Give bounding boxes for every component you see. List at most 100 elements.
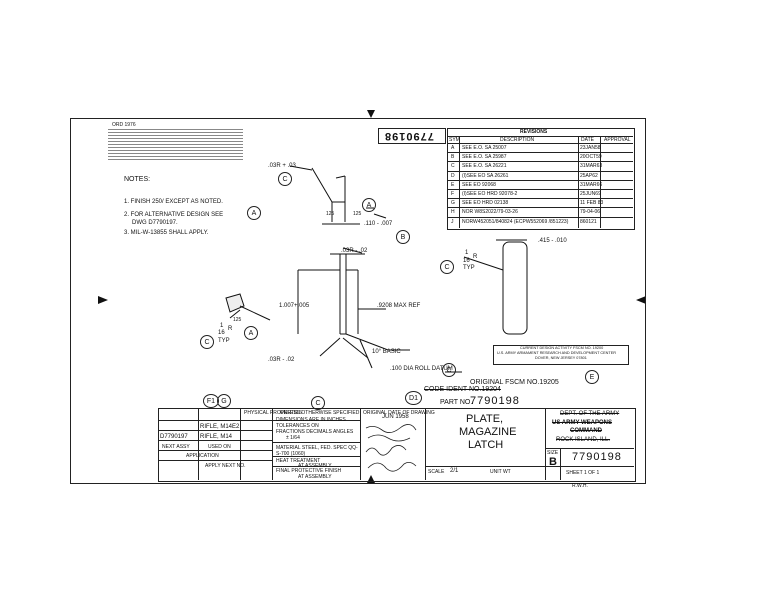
part-number: 7790198 bbox=[470, 395, 520, 407]
dim-9208: .9208 MAX REF bbox=[377, 303, 421, 309]
part-no-label: PART NO. bbox=[440, 399, 473, 406]
callout-c-top: C bbox=[278, 172, 292, 186]
title-line-1: PLATE, bbox=[466, 413, 504, 425]
note-1: 1. FINISH 250/ EXCEPT AS NOTED. bbox=[124, 199, 223, 205]
tb-tol: TOLERANCES ON bbox=[276, 423, 319, 429]
rev-row-date: 11 FEB 83 bbox=[580, 200, 604, 207]
rev-row-desc: SEE E.O. SA 26221 bbox=[462, 163, 507, 170]
rev-row-sym: H bbox=[451, 209, 455, 216]
r16b-den: 16 bbox=[218, 330, 225, 336]
rev-row-date: 25AP62 bbox=[580, 172, 598, 179]
tb-material: MATERIAL STEEL, FED. SPEC QQ-S-700 (1060… bbox=[276, 445, 358, 457]
roll-datum: .100 DIA ROLL DATUM bbox=[390, 366, 453, 372]
rev-row-sym: A bbox=[451, 145, 455, 151]
original-fscm: ORIGINAL FSCM NO.19205 bbox=[470, 379, 559, 386]
callout-c-bottom: C bbox=[311, 396, 325, 410]
r16a-typ: TYP bbox=[463, 265, 475, 271]
rev-row-sym: B bbox=[451, 154, 455, 161]
tb-date-stamp: JUN 1958 bbox=[382, 414, 409, 420]
tb-rifle-1: RIFLE, M14E2 bbox=[200, 424, 240, 430]
rev-col-desc: DESCRIPTION bbox=[500, 137, 535, 143]
note-2b: DWG D7790197. bbox=[132, 220, 178, 226]
front-view-outline bbox=[502, 241, 528, 335]
rev-row-date: 860121 bbox=[580, 218, 597, 225]
tb-size: B bbox=[549, 456, 557, 468]
tb-physical: PHYSICAL PROPERTIES bbox=[244, 410, 303, 416]
r16b-r: R bbox=[228, 326, 233, 332]
dim-415: .415 - .010 bbox=[538, 238, 567, 244]
rev-row-date: 79-04-06 bbox=[580, 209, 601, 216]
top-center-arrow bbox=[367, 110, 375, 118]
top-view-profile bbox=[311, 167, 346, 203]
revisions-table bbox=[447, 128, 635, 230]
tb-sheet: SHEET 1 OF 1 bbox=[566, 470, 600, 476]
notes-title: NOTES: bbox=[124, 176, 151, 183]
signatures bbox=[365, 424, 417, 472]
code-ident: CODE IDENT NO.19204 bbox=[424, 386, 501, 393]
tb-scale-label: SCALE bbox=[428, 469, 445, 475]
tb-finish: FINAL PROTECTIVE FINISH bbox=[276, 468, 342, 474]
r16a-den: 16 bbox=[463, 258, 470, 264]
rev-row-desc: (I)SEE EO SA 26261 bbox=[462, 172, 509, 179]
rev-row-sym: C bbox=[451, 163, 455, 170]
note-3: 3. MIL-W-13855 SHALL APPLY. bbox=[124, 230, 209, 236]
dim-110: .110 - .007 bbox=[364, 221, 393, 227]
design-activity-box bbox=[493, 345, 629, 365]
callout-c-right: C bbox=[440, 260, 454, 274]
tb-dept-4: ROCK ISLAND, ILL. bbox=[556, 437, 611, 443]
dim-125-a: 125 bbox=[326, 211, 335, 217]
activity-line-1: CURRENT DESIGN ACTIVITY FSCM NO. 19200 bbox=[520, 346, 604, 350]
rev-row-desc: SEE EO 92068 bbox=[462, 181, 496, 188]
rev-row-desc: (I)SEE EO HRD 92078-2 bbox=[462, 191, 518, 197]
tb-size-label: SIZE bbox=[547, 450, 559, 456]
tb-unit-wt: UNIT WT bbox=[490, 469, 511, 475]
rev-row-date: 31MAR63 bbox=[580, 163, 603, 170]
callout-g: G bbox=[217, 394, 231, 408]
rev-row-date: 25JUN69 bbox=[580, 191, 601, 197]
activity-line-2: U.S. ARMY ARMAMENT RESEARCH AND DEVELOPM… bbox=[497, 351, 616, 355]
rev-row-sym: E bbox=[451, 181, 455, 188]
tb-dwg-number: 7790198 bbox=[572, 451, 622, 463]
rev-col-date: DATE bbox=[581, 137, 594, 143]
tb-scale: 2/1 bbox=[450, 468, 459, 474]
revisions-title: REVISIONS bbox=[520, 129, 548, 135]
title-line-2: MAGAZINE bbox=[459, 426, 517, 438]
rev-row-desc: SEE E.O. SA 25007 bbox=[462, 145, 507, 151]
tb-unless: UNLESS OTHERWISE SPECIFIED bbox=[280, 410, 360, 416]
rev-row-date: 20OCT59 bbox=[580, 154, 602, 161]
rev-row-sym: F bbox=[451, 191, 455, 197]
callout-d1: D1 bbox=[405, 391, 422, 405]
drawing-sheet bbox=[70, 118, 646, 484]
tb-heat: HEAT TREATMENT bbox=[276, 458, 321, 464]
dim-125-b: 125 bbox=[353, 211, 362, 217]
tb-next-assy: NEXT ASSY bbox=[162, 444, 190, 450]
warning-notice-block bbox=[108, 128, 243, 160]
dim-125-c: 125 bbox=[233, 317, 242, 323]
callout-b: B bbox=[396, 230, 410, 244]
rev-row-desc: SEE EO HRD 02138 bbox=[462, 200, 509, 207]
tb-dept-3: COMMAND bbox=[570, 428, 602, 434]
tb-original-date: ORIGINAL DATE OF DRAWING bbox=[363, 410, 435, 416]
callout-e: E bbox=[585, 370, 599, 384]
bottom-center-arrow bbox=[367, 475, 375, 483]
tb-tol2: FRACTIONS DECIMALS ANGLES bbox=[276, 429, 354, 435]
r16a-num: 1 bbox=[465, 250, 469, 256]
rotated-number-box bbox=[378, 128, 446, 144]
right-center-arrow bbox=[636, 296, 646, 304]
tb-dept-1: DEPT. OF THE ARMY bbox=[560, 411, 620, 417]
basic-10: 10° BASIC bbox=[372, 349, 401, 355]
tb-dim-inches: DIMENSIONS ARE IN INCHES bbox=[276, 417, 346, 423]
activity-line-3: DOVER, NEW JERSEY 07801 bbox=[535, 356, 587, 360]
tb-rifle-2: RIFLE, M14 bbox=[200, 434, 233, 440]
dim-03r-02-bot: .03R - .02 bbox=[268, 357, 295, 363]
tb-heat-val: AT ASSEMBLY bbox=[298, 463, 332, 469]
r16a-r: R bbox=[473, 254, 478, 260]
rev-row-sym: D bbox=[451, 172, 455, 179]
rev-col-approved: APPROVAL bbox=[604, 137, 631, 143]
dim-1007: 1.007+.005 bbox=[279, 303, 310, 309]
form-reference: ORD 1976 bbox=[112, 122, 136, 128]
rev-row-desc: NOR W8S2022/79-03-26 bbox=[462, 209, 518, 216]
callout-a-top: A bbox=[362, 198, 376, 212]
tb-finish-val: AT ASSEMBLY bbox=[298, 474, 332, 480]
